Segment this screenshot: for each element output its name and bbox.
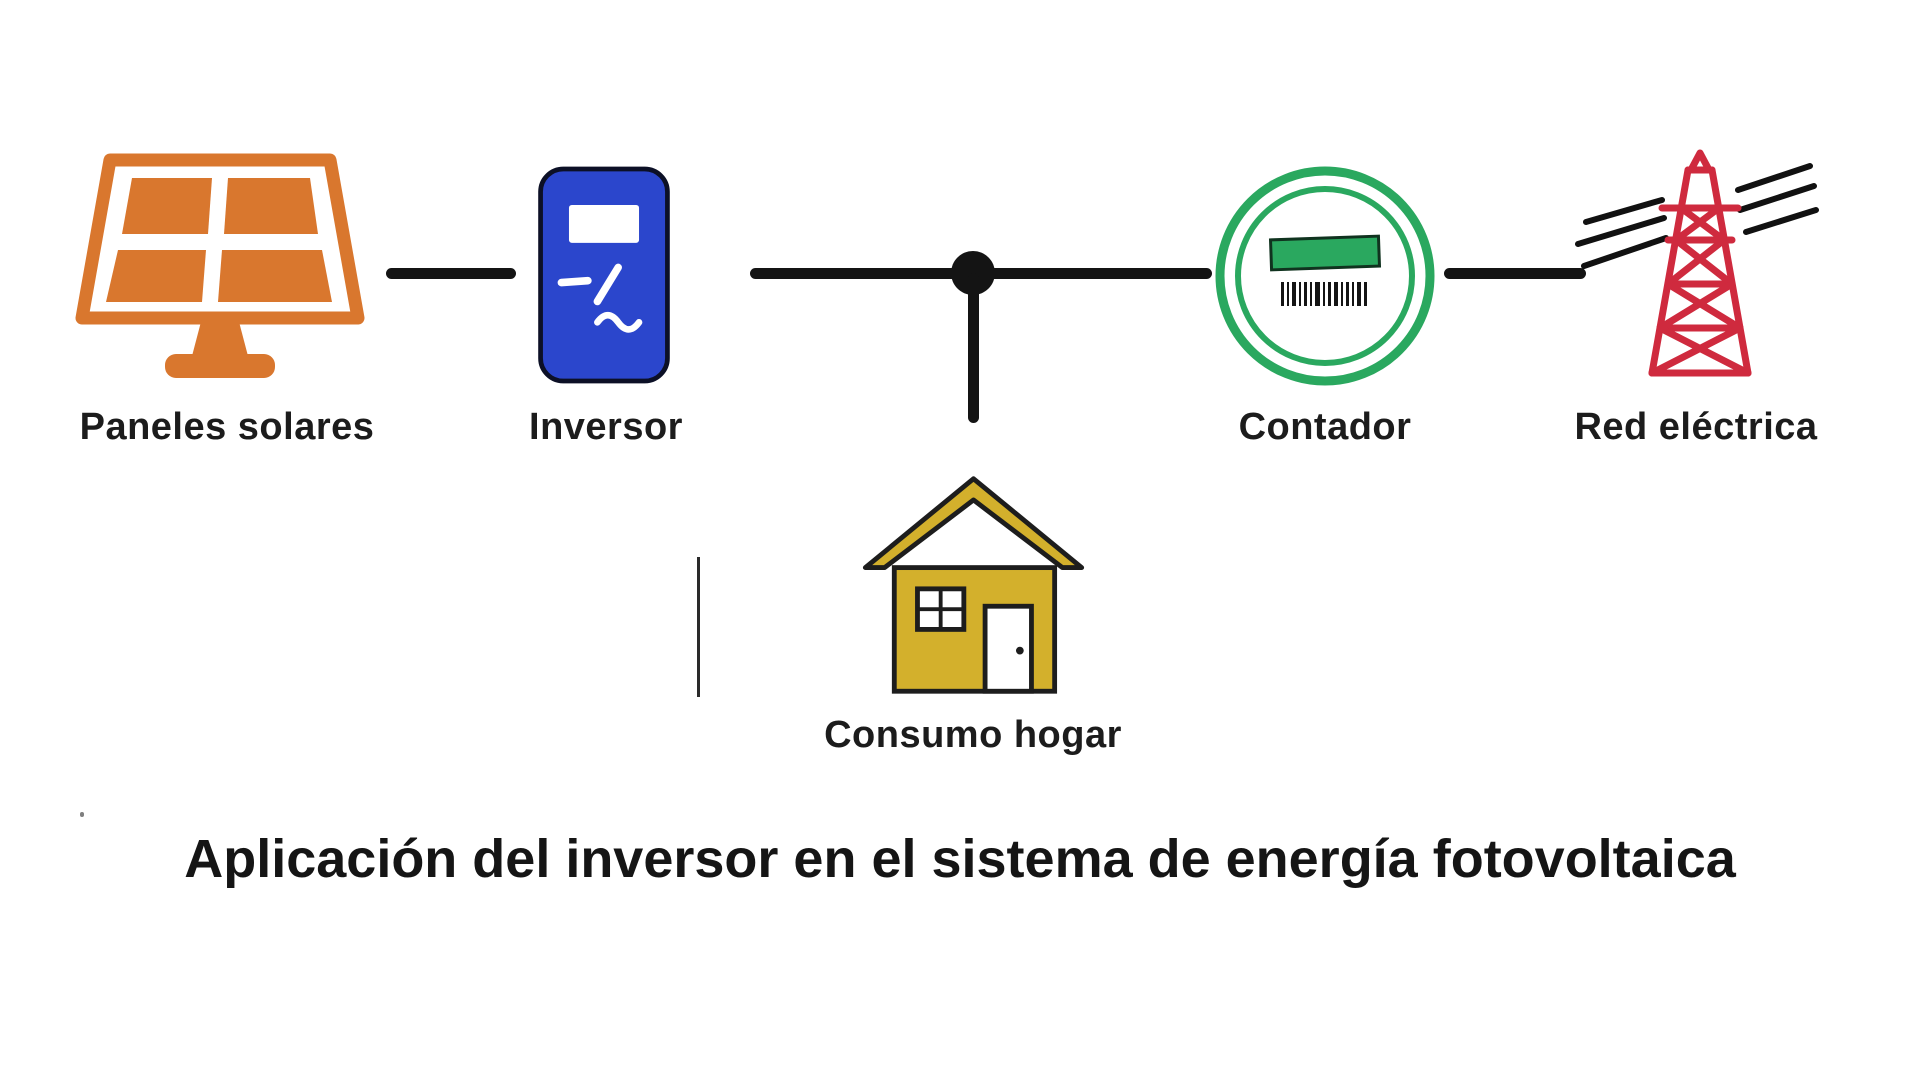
node-meter xyxy=(1209,160,1441,392)
solar-panel-icon xyxy=(75,153,365,378)
barcode xyxy=(1281,282,1367,306)
connector-panels-inverter xyxy=(386,268,516,279)
stray-vertical-mark xyxy=(697,557,700,697)
house-icon xyxy=(862,476,1085,694)
electric-meter-icon xyxy=(1215,166,1435,386)
power-wires xyxy=(1575,163,1819,269)
node-solar-panels xyxy=(70,150,370,395)
node-home xyxy=(857,471,1090,698)
label-grid: Red eléctrica xyxy=(1574,406,1818,448)
label-home: Consumo hogar xyxy=(824,714,1122,756)
connector-meter-grid xyxy=(1444,268,1586,279)
connector-junction-house xyxy=(968,273,979,423)
stray-dot xyxy=(80,812,84,817)
label-inverter: Inversor xyxy=(529,406,683,448)
transmission-tower-icon xyxy=(1575,149,1819,377)
label-meter: Contador xyxy=(1238,406,1412,448)
label-solar-panels: Paneles solares xyxy=(79,406,375,448)
node-grid xyxy=(1570,148,1820,393)
diagram-title: Aplicación del inversor en el sistema de… xyxy=(184,829,1736,889)
inverter-icon xyxy=(538,166,670,384)
node-inverter xyxy=(533,160,675,390)
